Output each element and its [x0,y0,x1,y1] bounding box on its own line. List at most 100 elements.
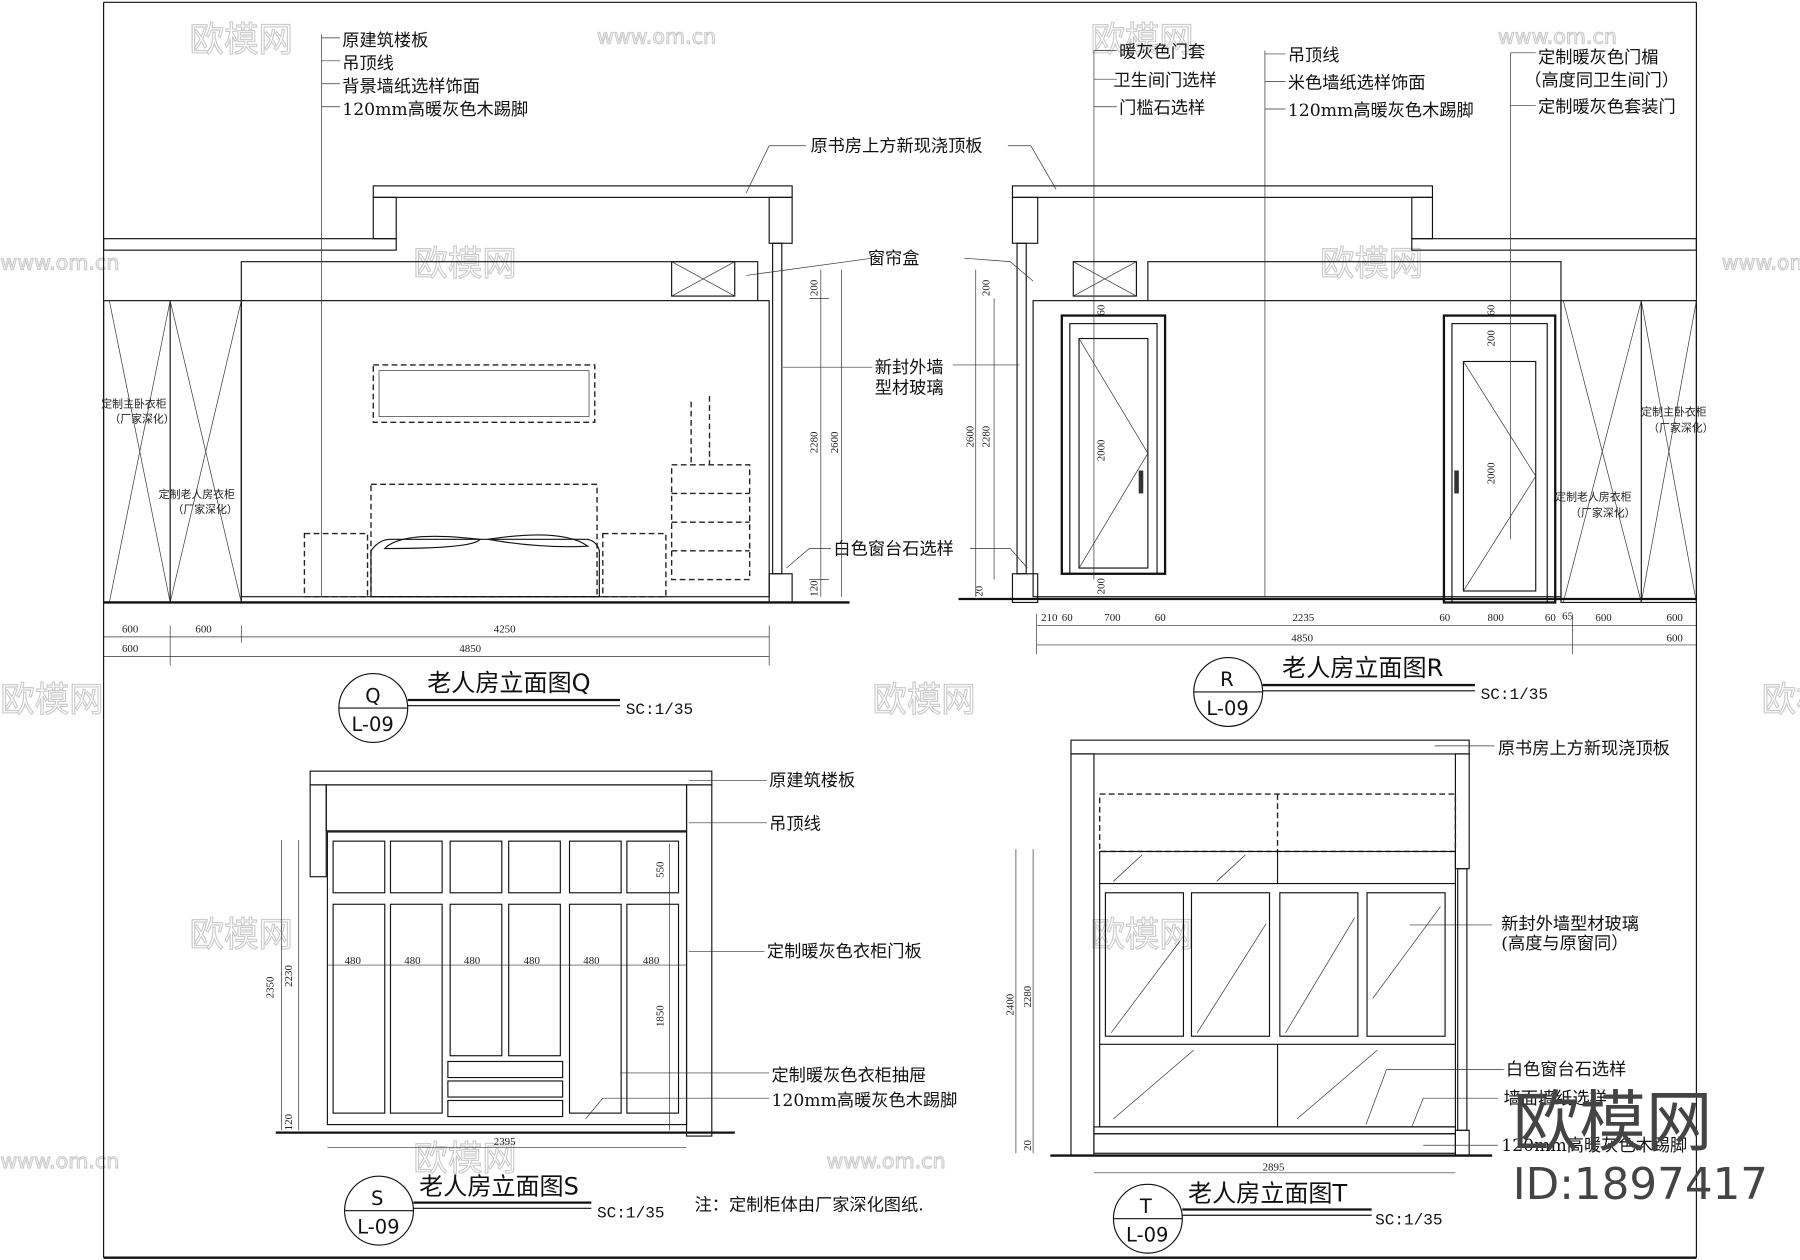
drawing-note: 注：定制柜体由厂家深化图纸. [695,1196,924,1216]
callout-label: 背景墙纸选样饰面 [342,77,480,97]
title-block-r: R L-09 老人房立面图R SC:1/35 [1193,654,1548,727]
title-block-s: S L-09 老人房立面图S SC:1/35 注：定制柜体由厂家深化图纸. [344,1173,924,1246]
callouts-s: 原建筑楼板 吊顶线 定制暖灰色衣柜门板 定制暖灰色衣柜抽屉 120mm高暖灰色木… [585,771,957,1120]
dimension-label: 4850 [459,643,481,655]
dimensions-r: 210 60 700 60 2235 60 800 60 65 600 600 … [964,269,1697,655]
callout-label: 窗帘盒 [868,249,920,269]
wardrobe-doors: 480 480 480 480 480 480 [327,840,687,1118]
dimension-label: 120 [283,1113,295,1130]
dimension-label: 2000 [1095,439,1107,461]
dimension-label: 480 [404,955,421,967]
elevation-q: 定制主卧衣柜 （厂家深化） 定制老人房衣柜 （厂家深化） 原建筑楼板 吊顶线 背… [101,31,983,744]
watermark-site: www.om.cn [827,1149,946,1173]
dimensions-s: 2350 2230 120 550 1850 2395 [264,840,687,1148]
drawing-scale: SC:1/35 [1481,686,1548,704]
watermark-brand: 欧模网 [1090,916,1193,956]
dimension-label: 60 [1155,612,1166,624]
callout-label: 墙面墙纸选样 [1504,1089,1607,1109]
dimension-label: 65 [1562,611,1573,623]
dimension-label: 2280 [981,425,993,447]
callout-label: 吊顶线 [1288,46,1340,66]
drawing-title: 老人房立面图T [1188,1179,1347,1207]
dimension-label: 4850 [1291,632,1313,644]
watermarks: 欧模网 www.om.cn 欧模网 www.om.cn 欧模网 欧模网 www.… [0,20,1800,1180]
dimension-label: 60 [1095,304,1107,315]
dimension-label: 2600 [829,431,841,453]
callouts-q: 原建筑楼板 吊顶线 背景墙纸选样饰面 120mm高暖灰色木踢脚 原书房上方新现浇… [321,31,983,569]
callout-label: 新封外墙型材玻璃 [1501,915,1639,935]
callout-label: 原书房上方新现浇顶板 [1498,739,1670,759]
glass-hatch [1110,854,1441,1120]
elevation-t: 原书房上方新现浇顶板 新封外墙型材玻璃 (高度与原窗同） 白色窗台石选样 墙面墙… [1005,739,1687,1254]
dimension-label: 60 [1545,612,1556,624]
brand-watermark: 欧模网 ID:1897417 [1513,1083,1768,1210]
dimension-label: 200 [1095,578,1107,595]
drawing-title: 老人房立面图S [419,1173,579,1201]
dimension-label: 800 [1488,612,1505,624]
callout-label: （高度同卫生间门） [1524,71,1679,91]
dimension-label: 200 [981,279,993,296]
watermark-site: www.om.cn [597,25,716,49]
callout-label: (高度与原窗同） [1501,934,1628,954]
callout-label: 白色窗台石选样 [1506,1060,1626,1080]
watermark-site: www.om.cn [0,251,119,275]
callout-label: 白色窗台石选样 [833,539,953,559]
watermark-brand: 欧模网 [0,680,103,720]
dimension-label: 600 [122,623,139,635]
drawing-scale: SC:1/35 [626,701,693,719]
dimension-label: 200 [808,279,820,296]
dimension-label: R [1220,668,1234,691]
callout-label: 原建筑楼板 [342,31,428,51]
watermark-brand: 欧模网 [1320,244,1423,284]
dimension-label: 1850 [655,1005,667,1027]
watermark-site: www.om.cn [1498,25,1617,49]
title-block-t: T L-09 老人房立面图T SC:1/35 [1112,1179,1443,1254]
watermark-brand: 欧模网 [190,916,293,956]
callout-label: 暖灰色门套 [1119,42,1205,62]
dimension-label: 600 [1595,612,1612,624]
watermark-brand: 欧模网 [1090,21,1193,61]
wardrobe-label: （厂家深化） [172,502,237,516]
dimension-label: 2280 [808,431,820,453]
drawing-title: 老人房立面图Q [427,669,590,697]
dimension-label: Q [365,684,380,707]
callout-label: 定制暖灰色门楣 [1538,48,1658,68]
callout-label: 型材玻璃 [875,379,944,399]
callout-label: 门槛石选样 [1119,99,1205,119]
wardrobe-label: 定制主卧衣柜 [1641,404,1706,418]
callout-label: 120mm高暖灰色木踢脚 [1288,101,1474,121]
dimensions-t: 2400 2280 20 2895 [1005,849,1456,1173]
watermark-site: www.om.cn [0,1149,119,1173]
dimension-label: 700 [1104,612,1121,624]
wardrobe-label: （厂家深化） [1648,420,1713,434]
dimension-label: 120 [808,580,820,597]
callout-label: 卫生间门选样 [1113,71,1216,91]
callouts-t: 原书房上方新现浇顶板 新封外墙型材玻璃 (高度与原窗同） 白色窗台石选样 墙面墙… [1365,739,1687,1156]
wardrobe-label: （厂家深化） [1570,505,1635,519]
watermark-brand: 欧模网 [413,1139,516,1179]
dimension-label: 550 [655,861,667,878]
dimension-label: 600 [122,643,139,655]
dimension-label: 2600 [964,425,976,447]
drawing-scale: SC:1/35 [597,1205,664,1223]
dimension-label: 20 [1022,1140,1034,1151]
dimension-label: 600 [1667,612,1684,624]
dimension-label: 20 [974,585,986,596]
callouts-r: 暖灰色门套 卫生间门选样 门槛石选样 吊顶线 米色墙纸选样饰面 120mm高暖灰… [952,42,1679,597]
callout-label: 120mm高暖灰色木踢脚 [342,100,528,120]
callout-label: 新封外墙 [875,358,944,378]
dimension-label: L-09 [1206,697,1248,720]
callout-label: 吊顶线 [342,54,394,74]
dimension-label: 200 [1485,330,1497,347]
wardrobe-label: 定制主卧衣柜 [101,396,166,410]
callout-label: 定制暖灰色衣柜抽屉 [771,1066,926,1086]
dimension-label: 2895 [1263,1161,1285,1173]
callout-label: 120mm高暖灰色木踢脚 [771,1091,957,1111]
title-block-q: Q L-09 老人房立面图Q SC:1/35 [338,669,693,744]
watermark-brand: 欧模网 [413,244,516,284]
callout-label: 定制暖灰色衣柜门板 [767,942,922,962]
dimension-label: S [371,1187,383,1210]
dimension-label: L-09 [357,1216,399,1239]
watermark-brand: 欧模网 [190,21,293,61]
